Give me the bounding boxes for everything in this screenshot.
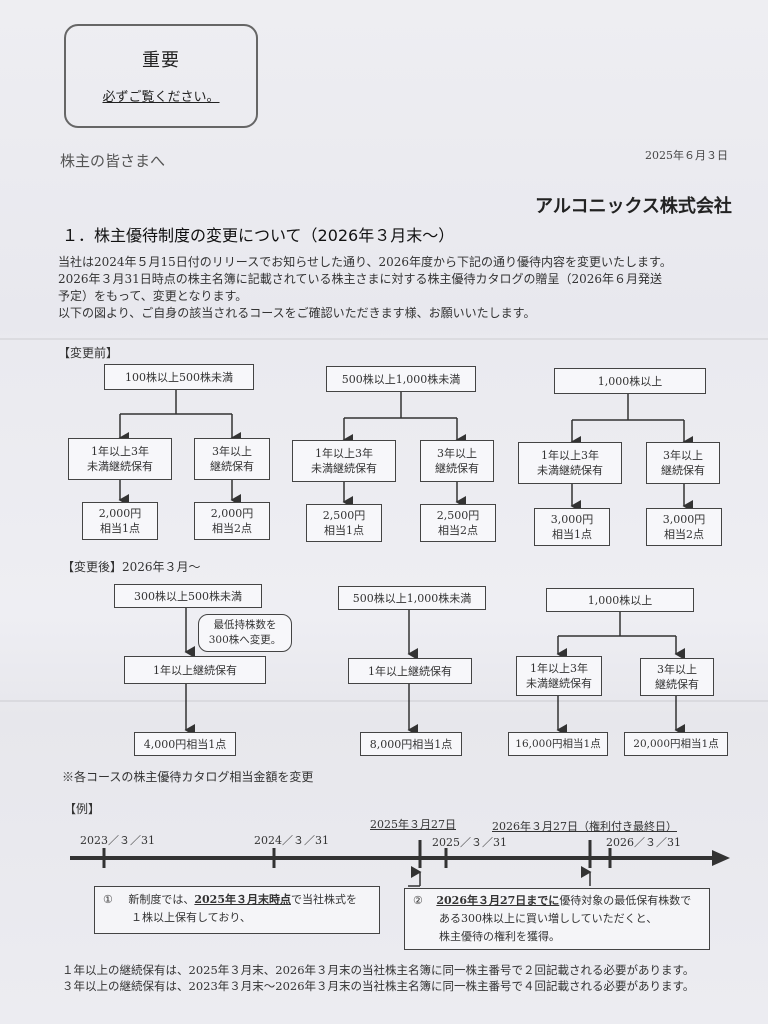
before-label: 【変更前】 [58,346,119,360]
before-tier-2-long-hold: 3年以上 継続保有 [420,440,494,482]
paper-fold [0,700,768,702]
example-label: 【例】 [64,802,101,816]
notice-title: 重要 [142,50,180,71]
before-tier-2-short-hold: 1年以上3年 未満継続保有 [292,440,396,482]
company-name: アルコニックス株式会社 [535,196,732,217]
after-tier-1-note: 最低持株数を 300株へ変更。 [198,614,292,652]
example-box-1-number: ① [103,893,113,906]
before-tier-3-short-hold: 1年以上3年 未満継続保有 [518,442,622,484]
before-tier-3-long-hold: 3年以上 継続保有 [646,442,720,484]
timeline-mark-2026-0327: 2026年３月27日（権利付き最終日） [492,820,677,833]
after-tier-3-long-hold: 3年以上 継続保有 [640,658,714,696]
after-tier-2-value: 8,000円相当1点 [360,732,462,756]
intro-line: 当社は2024年５月15日付のリリースでお知らせした通り、2026年度から下記の… [58,255,672,269]
important-notice-box: 重要 必ずご覧ください。 [64,24,258,128]
timeline-tick-2025: 2025／３／31 [432,836,507,849]
after-tier-1-box: 300株以上500株未満 [114,584,262,608]
example-box-1: ① 新制度では、2025年３月末時点で当社株式を １株以上保有しており、 [94,886,380,934]
after-tier-3-short-hold: 1年以上3年 未満継続保有 [516,656,602,696]
timeline-tick-2023: 2023／３／31 [80,834,155,847]
after-tier-1-value: 4,000円相当1点 [134,732,236,756]
after-label: 【変更後】2026年３月～ [62,560,201,574]
example-box-2-text-b: 優待対象の最低保有株数で [559,894,692,907]
before-tier-3-short-value: 3,000円 相当1点 [534,508,610,546]
after-tier-1-hold: 1年以上継続保有 [124,656,266,684]
intro-paragraph: 当社は2024年５月15日付のリリースでお知らせした通り、2026年度から下記の… [58,254,672,322]
paper-fold [0,338,768,340]
intro-line: 2026年３月31日時点の株主名簿に記載されている株主さまに対する株主優待カタロ… [58,272,662,286]
after-tier-2-hold: 1年以上継続保有 [348,658,472,684]
issue-date: 2025年６月３日 [645,149,728,162]
before-tier-1-long-hold: 3年以上 継続保有 [194,438,270,480]
after-tier-3-short-value: 16,000円相当1点 [508,732,608,756]
example-box-1-emphasis: 2025年３月末時点 [194,893,291,906]
after-tier-3-box: 1,000株以上 [546,588,694,612]
timeline-tick-2026: 2026／３／31 [606,836,681,849]
before-tier-1-short-hold: 1年以上3年 未満継続保有 [68,438,172,480]
footer-note-2: ３年以上の継続保有は、2023年３月末～2026年３月末の当社株主名簿に同一株主… [62,979,695,993]
footer-note-1: １年以上の継続保有は、2025年３月末、2026年３月末の当社株主名簿に同一株主… [62,963,695,977]
example-box-2: ② 2026年３月27日までに優待対象の最低保有株数で ある300株以上に買い増… [404,888,710,950]
example-box-2-emphasis: 2026年３月27日までに [436,894,560,907]
change-note: ※各コースの株主優待カタログ相当金額を変更 [62,770,314,784]
before-tier-1-long-value: 2,000円 相当2点 [194,502,270,540]
before-tier-3-box: 1,000株以上 [554,368,706,394]
example-box-2-number: ② [413,894,423,907]
example-box-1-text-d: １株以上保有しており、 [131,911,251,924]
salutation: 株主の皆さまへ [60,152,166,170]
intro-line: 予定）をもって、変更となります。 [58,289,248,303]
notice-subtitle: 必ずご覧ください。 [102,90,220,105]
after-tier-3-long-value: 20,000円相当1点 [624,732,728,756]
section-heading: １．株主優待制度の変更について（2026年３月末～） [62,226,455,245]
example-box-1-text-a: 新制度では、 [128,893,195,906]
before-tier-1-box: 100株以上500株未満 [104,364,254,390]
example-box-2-text-d: 株主優待の権利を獲得。 [439,930,560,943]
timeline-tick-2024: 2024／３／31 [254,834,329,847]
example-box-2-text-c: ある300株以上に買い増ししていただくと、 [439,912,658,925]
before-tier-3-long-value: 3,000円 相当2点 [646,508,722,546]
example-box-1-text-c: で当社株式を [291,893,357,906]
intro-line: 以下の図より、ご自身の該当されるコースをご確認いただきます様、お願いいたします。 [58,306,536,320]
timeline-mark-2025-0327: 2025年３月27日 [370,818,456,831]
before-tier-2-long-value: 2,500円 相当2点 [420,504,496,542]
after-tier-2-box: 500株以上1,000株未満 [338,586,486,610]
before-tier-1-short-value: 2,000円 相当1点 [82,502,158,540]
before-tier-2-box: 500株以上1,000株未満 [326,366,476,392]
before-tier-2-short-value: 2,500円 相当1点 [306,504,382,542]
